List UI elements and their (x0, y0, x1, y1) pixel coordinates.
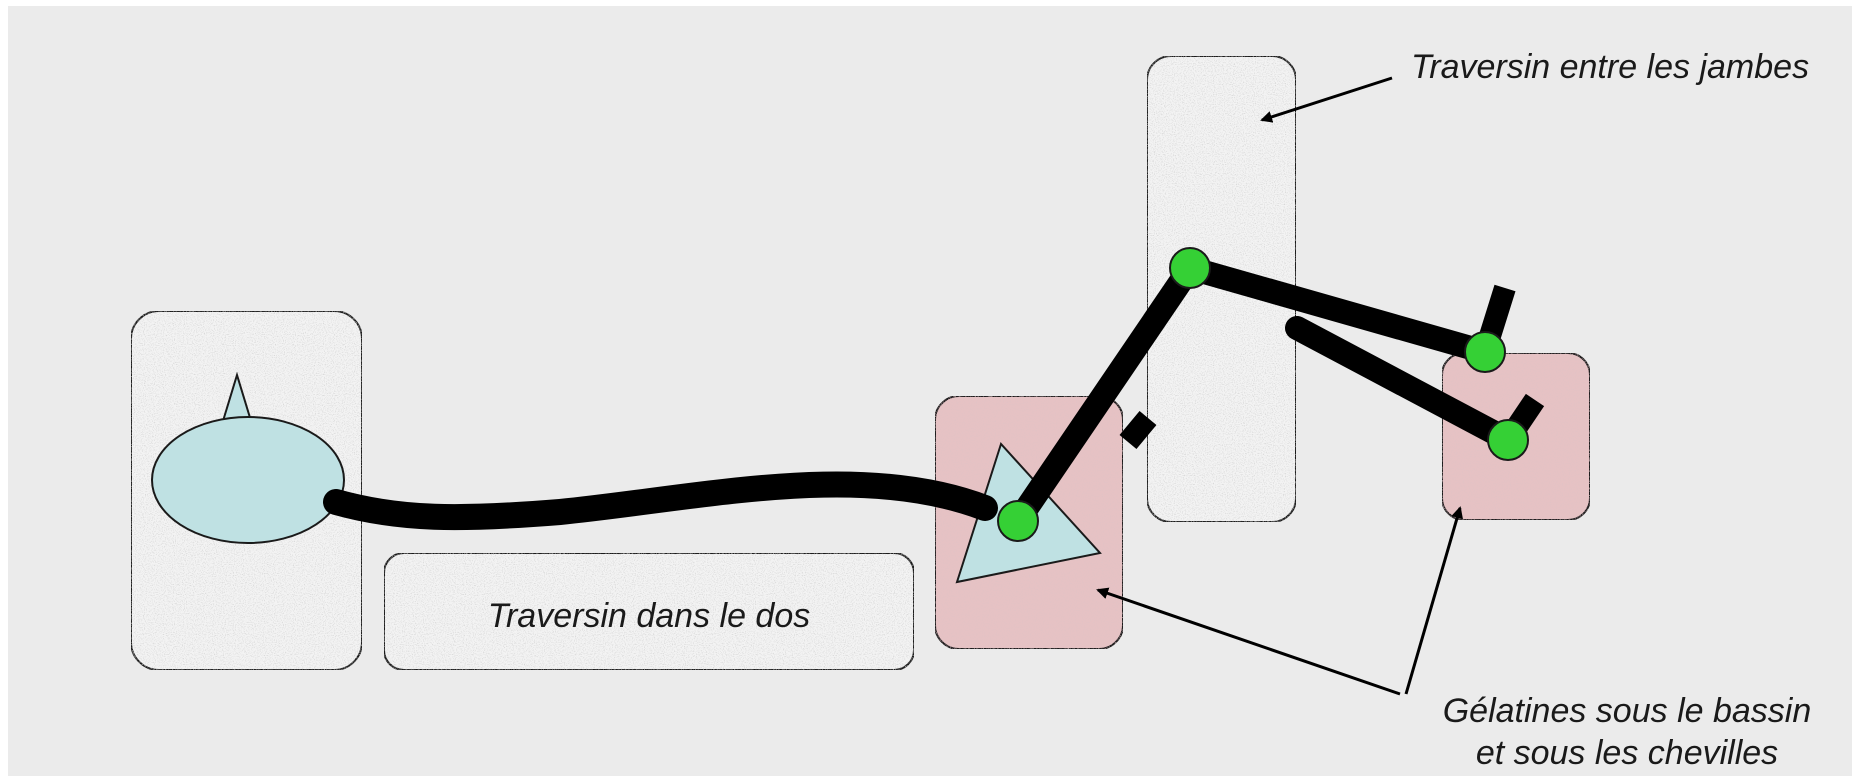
knee-joint (1169, 247, 1211, 289)
back-bolster (383, 552, 915, 671)
arrow-to-ankle-gel (1404, 506, 1463, 695)
label-gelatines-line1: Gélatines sous le bassin (1443, 692, 1812, 730)
second-thigh-segment (1119, 410, 1157, 450)
hip-joint (997, 500, 1039, 542)
arrow-to-pelvis-gel (1096, 587, 1401, 696)
head (151, 416, 345, 544)
thigh-line (1006, 256, 1202, 533)
lower-ankle-joint (1487, 419, 1529, 461)
label-traversin-jambes: Traversin entre les jambes (1411, 48, 1809, 86)
spine-line (323, 471, 998, 531)
label-gelatines-line2: et sous les chevilles (1476, 734, 1778, 772)
arrow-to-leg-bolster (1260, 76, 1393, 123)
label-traversin-dos: Traversin dans le dos (488, 597, 811, 635)
upper-ankle-joint (1464, 331, 1506, 373)
upper-shin-line (1178, 256, 1497, 364)
lower-shin-line (1285, 316, 1520, 452)
